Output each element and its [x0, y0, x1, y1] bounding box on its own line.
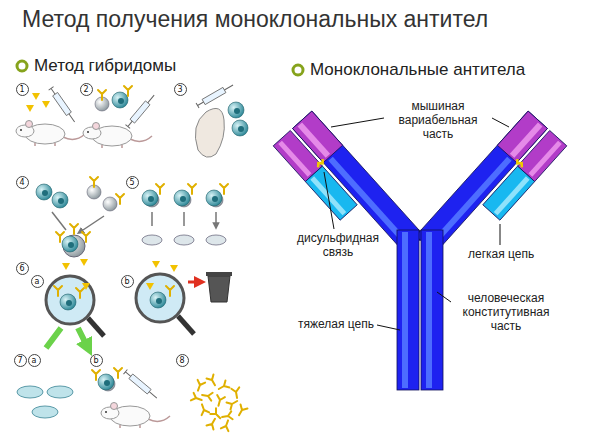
- part-label: дисульфидная связь: [292, 232, 384, 260]
- step-bcells: [83, 86, 156, 148]
- slide-title: Метод получения моноклональных антител: [22, 6, 488, 33]
- callout-number: 6: [16, 262, 29, 275]
- antibody-structure: [273, 111, 567, 390]
- step-screen: [46, 259, 232, 348]
- callout-number: b: [121, 275, 134, 288]
- step-clones: [142, 184, 228, 245]
- step-fusion: [36, 177, 124, 257]
- callout-number: 1: [16, 83, 29, 96]
- step-inject: [16, 87, 85, 146]
- step-spleen: [195, 82, 248, 157]
- callout-number: 5: [126, 176, 139, 189]
- antibody-cluster: [191, 375, 248, 432]
- step-mouse-production: [92, 368, 170, 428]
- part-label: мышиная вариабельная часть: [388, 100, 488, 141]
- callout-number: b: [90, 354, 103, 367]
- section-heading: Метод гибридомы: [34, 56, 176, 76]
- callout-number: 7: [14, 354, 27, 367]
- callout-number: 3: [174, 83, 187, 96]
- petri-dishes: [17, 386, 73, 418]
- callout-number: 2: [80, 83, 93, 96]
- part-label: легкая цепь: [468, 248, 534, 262]
- callout-number: a: [31, 275, 44, 288]
- callout-number: 4: [16, 176, 29, 189]
- section-heading: Моноклональные антитела: [310, 60, 525, 80]
- callout-number: 8: [176, 354, 189, 367]
- part-label: человеческая конститутивная часть: [454, 292, 558, 333]
- part-label: тяжелая цепь: [298, 318, 374, 332]
- callout-number: a: [28, 354, 41, 367]
